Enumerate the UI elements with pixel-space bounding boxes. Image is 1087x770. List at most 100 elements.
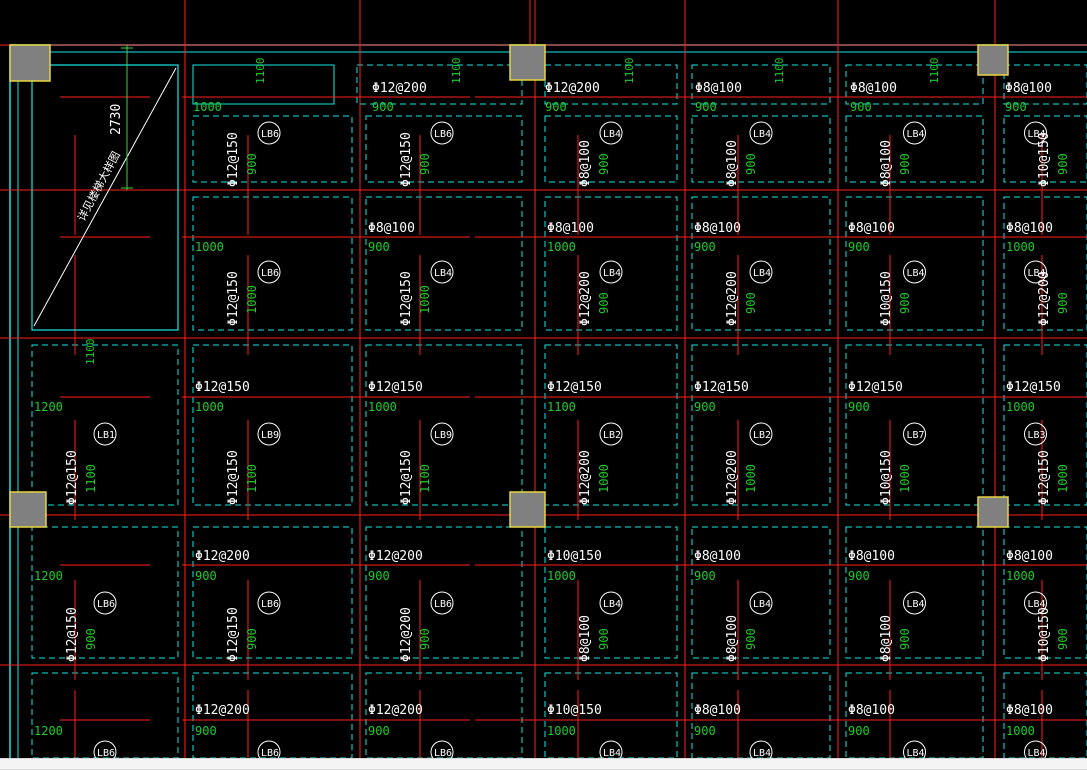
slab-mark-circle (430, 260, 454, 284)
horizontal-scrollbar[interactable] (0, 758, 1087, 770)
slab-mark: LB4 (907, 268, 925, 279)
dimension-label: 1000 (547, 569, 576, 583)
slab-mark-circle (903, 591, 926, 615)
rebar-label: Φ8@100 (695, 81, 742, 96)
rebar-label: Φ12@150 (399, 450, 414, 505)
slab-mark: LB9 (261, 430, 279, 441)
dimension-label: 900 (84, 628, 98, 650)
top-slab-panel (691, 64, 831, 105)
dimension-label: 900 (372, 100, 394, 114)
slab-panel-outline (192, 526, 353, 659)
slab-mark: LB2 (603, 430, 621, 441)
slab-panel-outline (544, 344, 678, 506)
top-slab-panel (1003, 64, 1087, 105)
slab-mark-circle (257, 260, 281, 284)
dimension-label: 1000 (1006, 240, 1035, 254)
rebar-label-layer: Φ12@2009001100Φ12@2009001100Φ8@100900110… (34, 58, 1070, 764)
rebar-label: Φ8@100 (578, 615, 593, 662)
slab-panel-outline (544, 526, 678, 659)
dimension-label: 900 (695, 100, 717, 114)
rebar-label: Φ12@200 (368, 549, 423, 564)
dimension-label: 900 (898, 153, 912, 175)
dimension-label: 900 (545, 100, 567, 114)
dimension-label: 1100 (623, 58, 636, 85)
slab-mark: LB6 (261, 748, 279, 758)
column (9, 491, 47, 528)
rebar-label: Φ8@100 (547, 221, 594, 236)
slab-mark: LB4 (753, 599, 771, 610)
dimension-label: 900 (195, 569, 217, 583)
slab-panel-outline (1003, 526, 1087, 659)
slab-mark: LB6 (261, 599, 279, 610)
slab-mark: LB4 (603, 748, 621, 758)
rebar-label: Φ12@150 (1006, 380, 1061, 395)
rebar-label: Φ12@150 (399, 271, 414, 326)
column (509, 491, 546, 528)
slab-mark: LB2 (753, 430, 771, 441)
dimension-label: 900 (848, 724, 870, 738)
slab-panel-outline (845, 344, 984, 506)
dimension-label: 900 (694, 724, 716, 738)
slab-mark-circle (903, 260, 926, 284)
stair-opening-outline (31, 64, 179, 331)
rebar-label: Φ12@150 (399, 132, 414, 187)
top-slab-panel (356, 64, 523, 105)
rebar-label: Φ8@100 (848, 221, 895, 236)
rebar-label: Φ8@100 (368, 221, 415, 236)
rebar-label: Φ12@150 (65, 607, 80, 662)
slab-mark: LB9 (434, 430, 452, 441)
rebar-label: Φ8@100 (578, 140, 593, 187)
column (977, 496, 1009, 528)
dimension-label: 1000 (245, 285, 259, 314)
top-slab-panel (544, 64, 678, 105)
rebar-label: Φ10@150 (1037, 607, 1052, 662)
dimension-label: 1000 (1006, 400, 1035, 414)
slab-mark: LB6 (261, 129, 279, 140)
slab-mark-circle (430, 591, 454, 615)
slab-mark-circle (1024, 591, 1047, 615)
dimension-label: 1000 (368, 400, 397, 414)
slab-mark: LB4 (603, 129, 621, 140)
slab-panel-outline (31, 526, 179, 659)
dimension-label: 900 (597, 153, 611, 175)
rebar-label: Φ12@150 (694, 380, 749, 395)
rebar-label: Φ12@150 (65, 450, 80, 505)
rebar-label: Φ12@150 (226, 607, 241, 662)
rebar-label: Φ10@150 (547, 549, 602, 564)
dimension-label: 900 (694, 400, 716, 414)
slab-mark: LB3 (1028, 430, 1046, 441)
rebar-label: Φ8@100 (1005, 81, 1052, 96)
top-slab-panel (845, 64, 984, 105)
column-layer (9, 44, 1009, 528)
rebar-label: Φ8@100 (879, 615, 894, 662)
slab-mark: LB4 (907, 129, 925, 140)
dimension-label: 900 (744, 292, 758, 314)
slab-mark-circle (257, 591, 281, 615)
dimension-label: 900 (195, 724, 217, 738)
slab-panel-outline (691, 526, 831, 659)
slab-mark: LB6 (434, 129, 452, 140)
slab-mark: LB4 (753, 129, 771, 140)
slab-mark-circle (599, 591, 623, 615)
dimension-label: 900 (1005, 100, 1027, 114)
slab-mark-circle (903, 121, 926, 145)
rebar-label: Φ10@150 (879, 271, 894, 326)
slab-mark: LB4 (907, 599, 925, 610)
rebar-label: Φ8@100 (694, 549, 741, 564)
scrollbar-thumb[interactable] (0, 759, 1087, 769)
rebar-label: Φ12@150 (547, 380, 602, 395)
rebar-label: Φ12@150 (195, 380, 250, 395)
slab-mark-circle (257, 121, 281, 145)
dimension-label: 1000 (418, 285, 432, 314)
slab-panel-outline (365, 344, 523, 506)
rebar-label: Φ8@100 (879, 140, 894, 187)
rebar-label: Φ8@100 (694, 703, 741, 718)
slab-mark-circle (430, 121, 454, 145)
dimension-label: 900 (1056, 153, 1070, 175)
dimension-label: 1100 (773, 58, 786, 85)
slab-mark: LB4 (603, 268, 621, 279)
dimension-label: 1100 (245, 464, 259, 493)
slab-mark: LB6 (434, 748, 452, 758)
